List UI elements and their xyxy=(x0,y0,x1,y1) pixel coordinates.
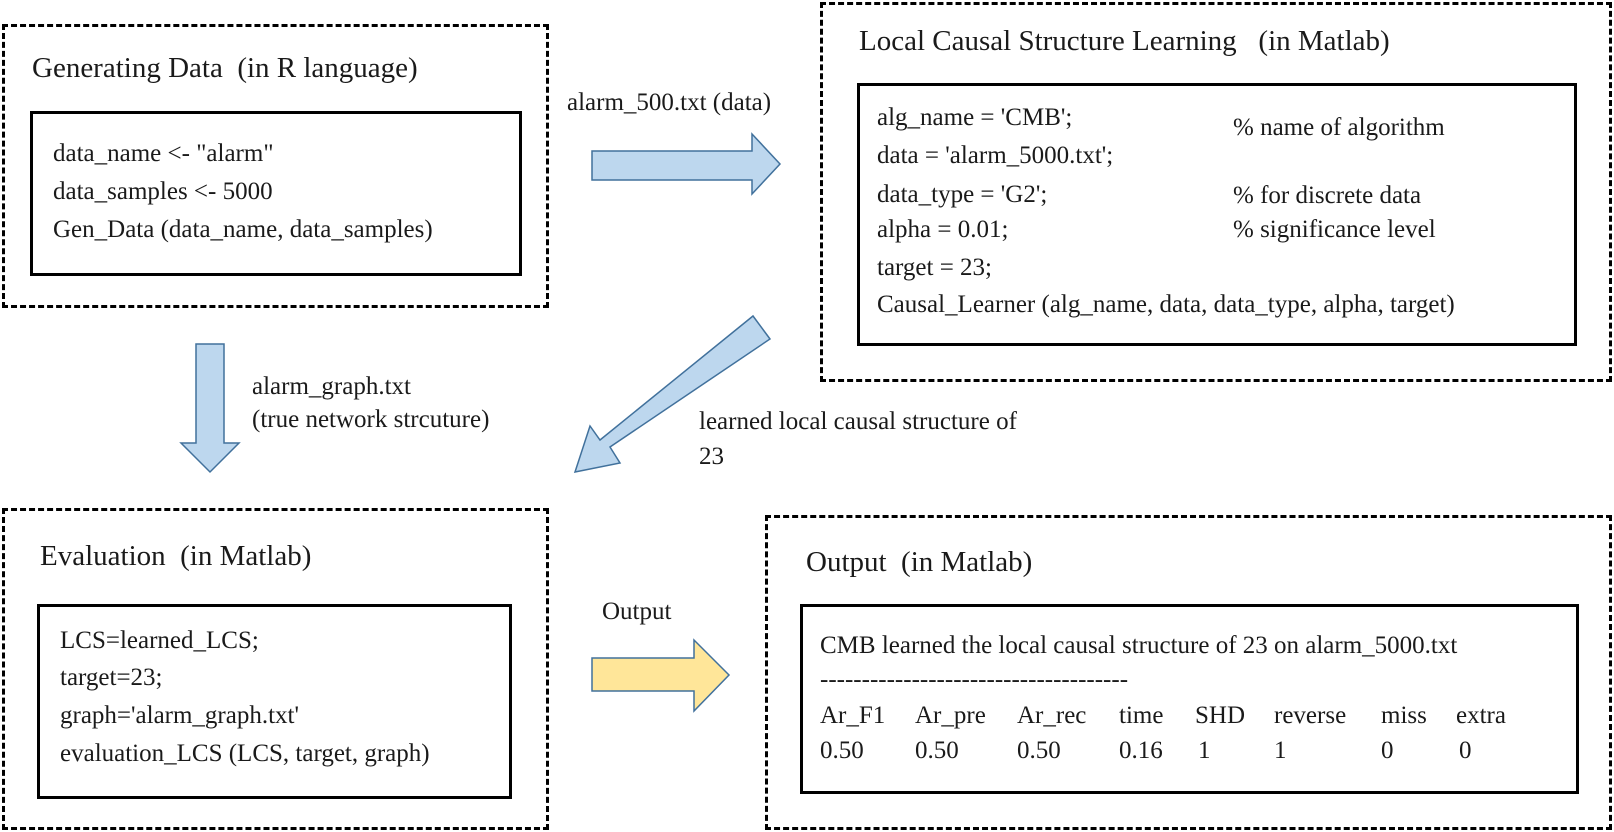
graph-flow-arrow xyxy=(179,343,241,474)
output-separator: ------------------------------------- xyxy=(820,666,1129,693)
code-line: Gen_Data (data_name, data_samples) xyxy=(53,216,433,243)
metric-value: 0 xyxy=(1381,737,1394,764)
evaluation-panel xyxy=(2,508,549,830)
metric-header: SHD xyxy=(1195,702,1246,729)
lcs-learning-panel xyxy=(820,2,1612,382)
metric-header: miss xyxy=(1381,702,1427,729)
output-flow-arrow xyxy=(591,638,731,713)
generating-data-code-box xyxy=(30,111,522,276)
code-comment: % significance level xyxy=(1233,216,1436,243)
code-line: data_name <- "alarm" xyxy=(53,140,274,167)
graph-flow-label: (true network strcuture) xyxy=(252,406,490,433)
metric-header: Ar_rec xyxy=(1017,702,1087,729)
code-line: target = 23; xyxy=(877,254,993,281)
metric-header: extra xyxy=(1456,702,1506,729)
output-panel xyxy=(765,515,1612,830)
code-line: graph='alarm_graph.txt' xyxy=(60,702,300,729)
metric-header: Ar_F1 xyxy=(820,702,886,729)
data-flow-arrow xyxy=(591,132,782,196)
code-comment: % name of algorithm xyxy=(1233,114,1445,141)
evaluation-code-box xyxy=(37,604,512,799)
graph-flow-label: alarm_graph.txt xyxy=(252,373,411,400)
metric-value: 0.16 xyxy=(1119,737,1163,764)
generating-data-title: Generating Data (in R language) xyxy=(32,52,418,84)
metric-value: 0 xyxy=(1459,737,1472,764)
evaluation-title: Evaluation (in Matlab) xyxy=(40,540,312,572)
output-flow-label: Output xyxy=(602,598,672,625)
output-title: Output (in Matlab) xyxy=(806,546,1033,578)
metric-header: time xyxy=(1119,702,1164,729)
learned-flow-label: learned local causal structure of xyxy=(699,408,1017,435)
learned-flow-arrow xyxy=(573,314,772,473)
code-line: alg_name = 'CMB'; xyxy=(877,104,1073,131)
metric-value: 0.50 xyxy=(915,737,959,764)
code-line: alpha = 0.01; xyxy=(877,216,1009,243)
lcs-learning-code-box xyxy=(857,83,1577,346)
code-line: evaluation_LCS (LCS, target, graph) xyxy=(60,740,430,767)
metric-header: reverse xyxy=(1274,702,1347,729)
code-line: LCS=learned_LCS; xyxy=(60,627,259,654)
generating-data-panel xyxy=(2,24,549,308)
code-line: data_samples <- 5000 xyxy=(53,178,273,205)
learned-flow-label: 23 xyxy=(699,443,724,470)
metric-value: 1 xyxy=(1198,737,1211,764)
code-line: Causal_Learner (alg_name, data, data_typ… xyxy=(877,291,1455,318)
code-line: data_type = 'G2'; xyxy=(877,181,1048,208)
code-line: data = 'alarm_5000.txt'; xyxy=(877,142,1114,169)
output-result-box xyxy=(800,604,1579,794)
data-flow-label: alarm_500.txt (data) xyxy=(567,89,772,116)
code-comment: % for discrete data xyxy=(1233,182,1422,209)
metric-value: 0.50 xyxy=(1017,737,1061,764)
metric-value: 0.50 xyxy=(820,737,864,764)
metric-header: Ar_pre xyxy=(915,702,986,729)
code-line: target=23; xyxy=(60,664,163,691)
lcs-learning-title: Local Causal Structure Learning (in Matl… xyxy=(859,25,1390,57)
output-heading: CMB learned the local causal structure o… xyxy=(820,632,1458,659)
metric-value: 1 xyxy=(1274,737,1287,764)
